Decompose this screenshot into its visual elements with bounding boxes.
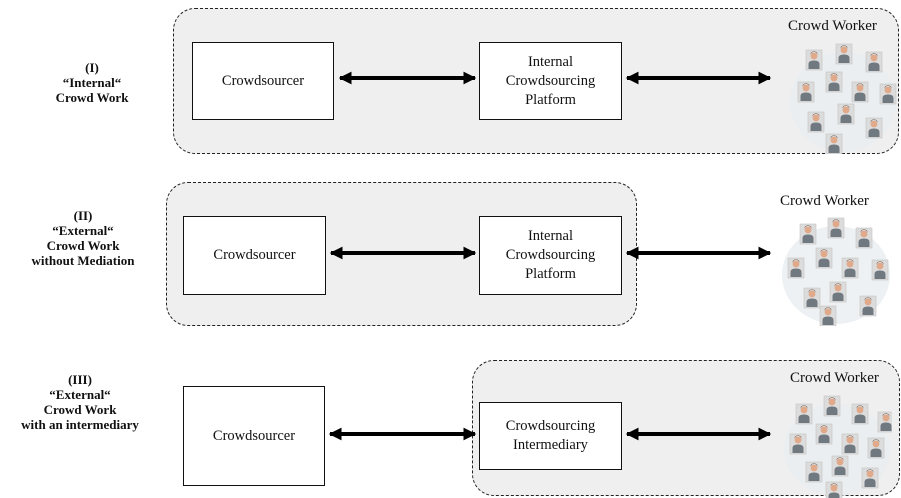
- person-icon: [825, 71, 843, 93]
- person-icon: [789, 433, 807, 455]
- crowd-illustration-row-1: [790, 43, 897, 154]
- crowdsourcer-box-row-1: Crowdsourcer: [192, 42, 334, 120]
- person-icon: [851, 81, 869, 103]
- crowd-worker-label-row-3: Crowd Worker: [790, 370, 879, 386]
- person-icon: [859, 295, 877, 317]
- person-icon: [841, 433, 859, 455]
- crowd-illustration-row-3: [784, 395, 892, 498]
- crowd-worker-label-row-1: Crowd Worker: [788, 18, 877, 34]
- person-icon: [861, 467, 879, 489]
- person-icon: [837, 103, 855, 125]
- person-icon: [819, 305, 837, 326]
- platform-box-row-2: Internal Crowdsourcing Platform: [479, 216, 622, 295]
- person-icon: [831, 455, 849, 477]
- person-icon: [865, 117, 883, 139]
- row-label-2: (II) “External“ Crowd Work without Media…: [31, 208, 135, 268]
- person-icon: [851, 403, 869, 425]
- person-icon: [815, 423, 833, 445]
- person-icon: [841, 257, 859, 279]
- person-icon: [823, 395, 841, 417]
- person-icon: [799, 223, 817, 245]
- person-icon: [855, 227, 873, 249]
- person-icon: [805, 461, 823, 483]
- person-icon: [805, 49, 823, 71]
- person-icon: [795, 403, 813, 425]
- person-icon: [877, 411, 892, 433]
- person-icon: [867, 437, 885, 459]
- person-icon: [829, 281, 847, 303]
- person-icon: [787, 257, 805, 279]
- crowd-illustration-row-2: [782, 217, 890, 326]
- person-icon: [825, 133, 843, 154]
- intermediary-box-row-3: Crowdsourcing Intermediary: [479, 402, 622, 470]
- person-icon: [879, 83, 897, 105]
- person-icon: [807, 111, 825, 133]
- person-icon: [825, 481, 843, 498]
- person-icon: [815, 247, 833, 269]
- platform-box-row-1: Internal Crowdsourcing Platform: [479, 42, 622, 120]
- crowdsourcer-box-row-2: Crowdsourcer: [183, 216, 326, 295]
- row-label-3: (III) “External“ Crowd Work with an inte…: [21, 372, 139, 432]
- crowd-worker-label-row-2: Crowd Worker: [780, 193, 869, 209]
- person-icon: [865, 51, 883, 73]
- crowdsourcer-box-row-3: Crowdsourcer: [183, 386, 325, 486]
- person-icon: [827, 217, 845, 239]
- row-label-1: (I) “Internal“ Crowd Work: [55, 60, 129, 105]
- person-icon: [797, 81, 815, 103]
- person-icon: [803, 287, 821, 309]
- person-icon: [835, 43, 853, 65]
- person-icon: [871, 259, 889, 281]
